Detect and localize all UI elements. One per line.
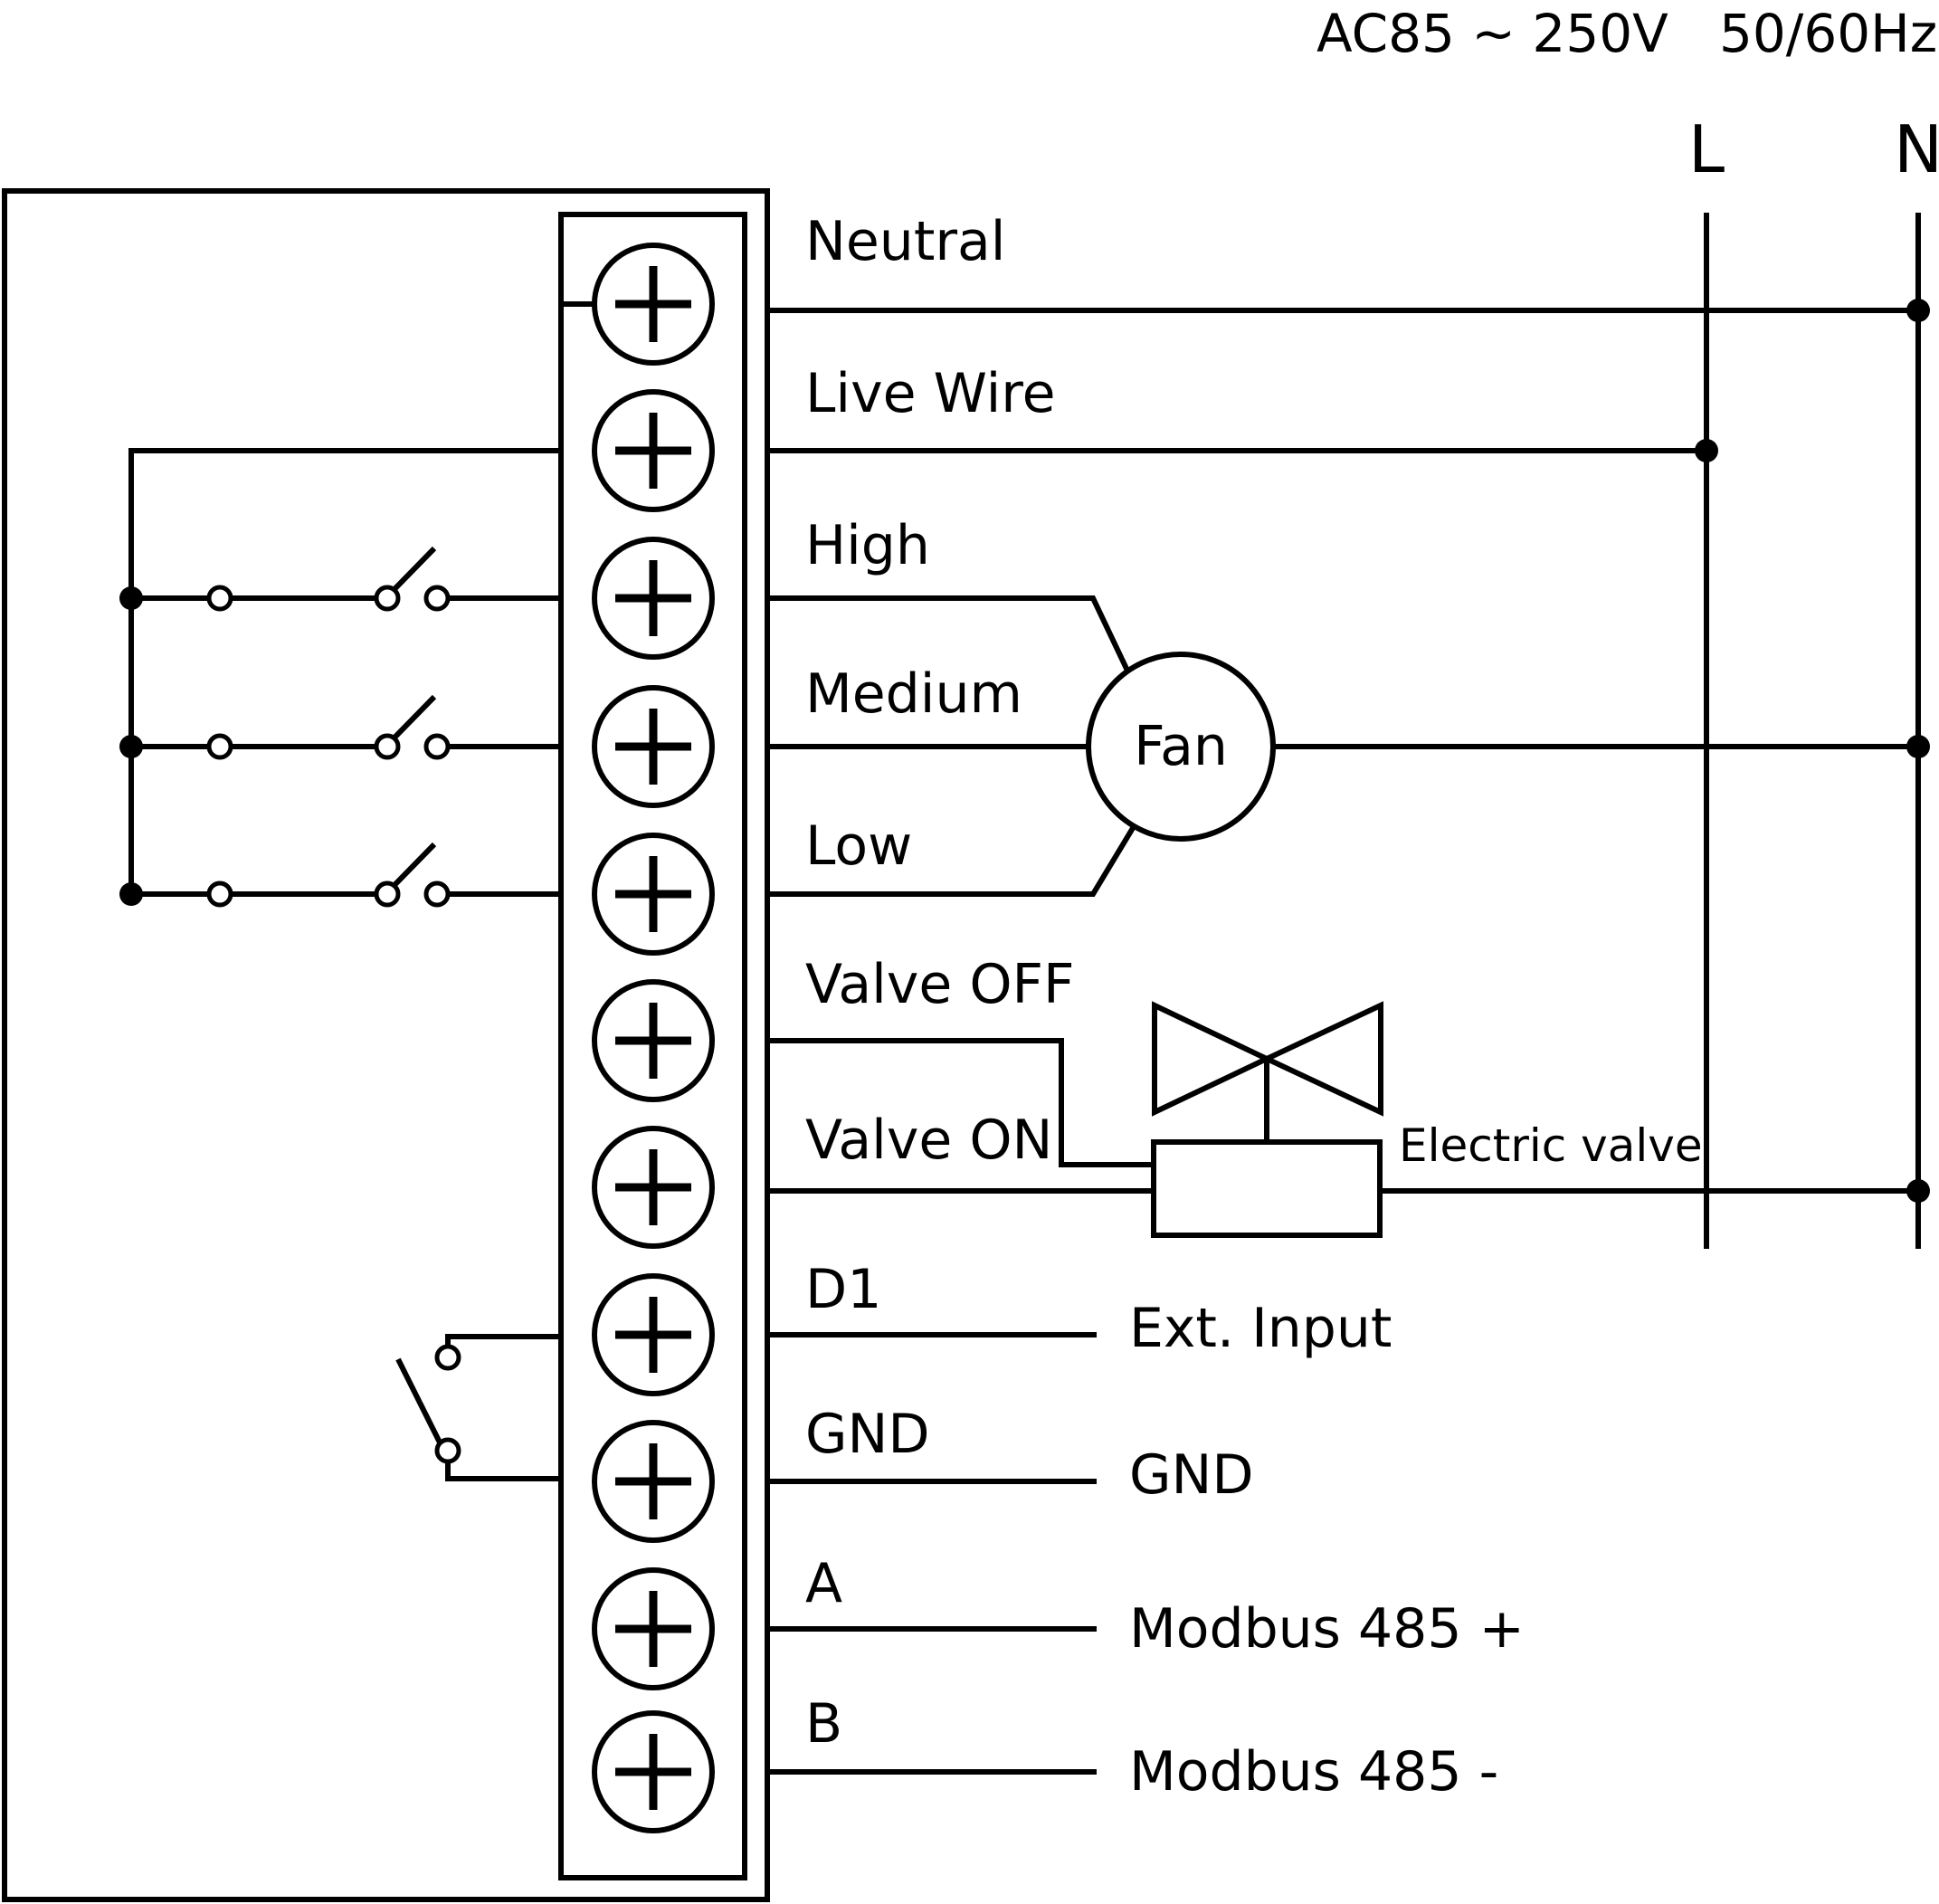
neutral-junction-dot <box>1906 299 1930 322</box>
terminal-label-medium: Medium <box>805 662 1022 726</box>
valve-neutral-junction-dot <box>1906 1179 1930 1203</box>
live-internal-bus <box>128 448 561 894</box>
ext-input-label: Ext. Input <box>1129 1297 1392 1360</box>
valve-body-left <box>1152 1001 1273 1117</box>
fan-label: Fan <box>1134 715 1228 778</box>
valve-body-right <box>1259 1001 1383 1117</box>
terminal-label-neutral: Neutral <box>805 210 1005 273</box>
valve-label: Electric valve <box>1399 1119 1703 1172</box>
terminal-screw-valve-on <box>592 1126 715 1249</box>
supply-voltage-label: AC85 ~ 250V <box>1316 3 1668 64</box>
fan-low-wire <box>769 826 1136 897</box>
terminal-strip <box>558 212 747 1880</box>
fan-neutral-junction-dot <box>1906 735 1930 758</box>
relay-switch-high <box>119 546 561 612</box>
ext-gnd-label: GND <box>1129 1443 1254 1507</box>
external-input-switch <box>395 1334 561 1481</box>
line-bus-label: L <box>1688 111 1725 187</box>
supply-frequency-label: 50/60Hz <box>1719 3 1937 64</box>
relay-switch-low <box>119 842 561 908</box>
modbus-minus-label: Modbus 485 - <box>1129 1740 1498 1804</box>
terminal-label-valve-on: Valve ON <box>805 1109 1052 1172</box>
terminal-screw-high <box>592 537 715 660</box>
terminal-screw-medium <box>592 685 715 808</box>
valve-off-wire <box>769 1038 1154 1167</box>
terminal-label-gnd: GND <box>805 1403 930 1466</box>
terminal-screw-neutral <box>592 243 715 366</box>
fan-high-wire <box>769 595 1130 672</box>
terminal-label-b: B <box>805 1692 842 1756</box>
live-junction-dot <box>1695 439 1718 462</box>
modbus-plus-label: Modbus 485 + <box>1129 1597 1525 1661</box>
terminal-screw-b <box>592 1710 715 1833</box>
terminal-label-low: Low <box>805 814 912 878</box>
terminal-screw-gnd <box>592 1420 715 1543</box>
terminal-label-live-wire: Live Wire <box>805 362 1056 425</box>
terminal-screw-d1 <box>592 1273 715 1396</box>
neutral-bus-label: N <box>1894 111 1939 187</box>
terminal-label-d1: D1 <box>805 1258 881 1321</box>
terminal-screw-low <box>592 833 715 956</box>
terminal-label-high: High <box>805 514 930 577</box>
terminal-screws <box>592 243 715 1833</box>
device-enclosure <box>2 188 770 1902</box>
terminal-screw-live-wire <box>592 389 715 512</box>
terminal-screw-a <box>592 1567 715 1690</box>
relay-switch-medium <box>119 694 561 760</box>
terminal-screw-valve-off <box>592 979 715 1102</box>
terminal-label-valve-off: Valve OFF <box>805 953 1075 1016</box>
terminal-label-a: A <box>805 1552 842 1615</box>
valve-actuator <box>1151 1139 1383 1238</box>
